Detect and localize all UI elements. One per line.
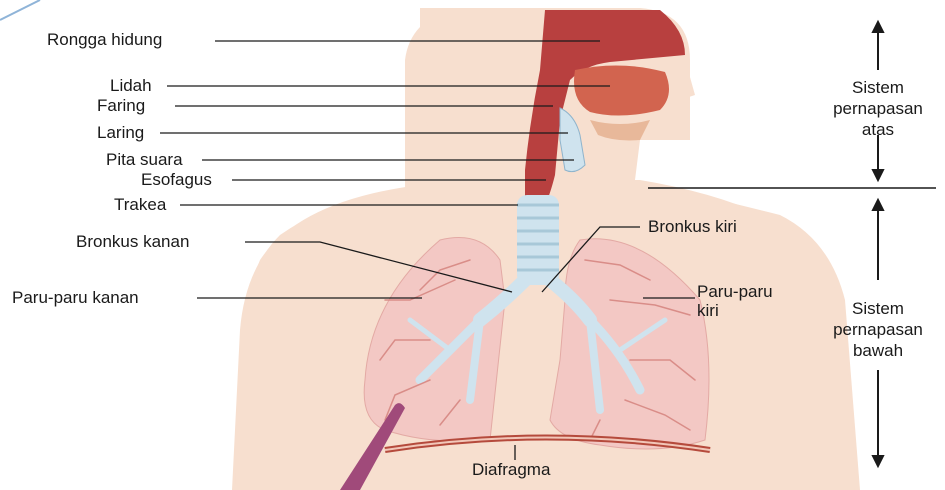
- trachea: [517, 195, 559, 285]
- label-bronkus-kiri: Bronkus kiri: [648, 218, 737, 236]
- label-laring: Laring: [97, 124, 144, 142]
- label-diafragma: Diafragma: [472, 461, 550, 479]
- label-paru-kiri-2: kiri: [697, 302, 719, 320]
- label-pita-suara: Pita suara: [106, 151, 183, 169]
- label-rongga-hidung: Rongga hidung: [47, 31, 162, 49]
- label-paru-kanan: Paru-paru kanan: [12, 289, 139, 307]
- section-lower-line-2: pernapasan: [818, 319, 938, 340]
- label-lidah: Lidah: [110, 77, 152, 95]
- section-upper-line-2: pernapasan: [818, 98, 938, 119]
- section-lower-line-3: bawah: [818, 340, 938, 361]
- section-lower-line-1: Sistem: [818, 298, 938, 319]
- label-esofagus: Esofagus: [141, 171, 212, 189]
- section-upper-line-1: Sistem: [818, 77, 938, 98]
- label-paru-kiri-1: Paru-paru: [697, 283, 773, 301]
- tongue: [574, 65, 669, 115]
- label-trakea: Trakea: [114, 196, 166, 214]
- label-bronkus-kanan: Bronkus kanan: [76, 233, 189, 251]
- section-upper-line-3: atas: [818, 119, 938, 140]
- label-faring: Faring: [97, 97, 145, 115]
- corner-decoration: [0, 0, 40, 20]
- section-upper: Sistem pernapasan atas: [818, 77, 938, 140]
- section-lower: Sistem pernapasan bawah: [818, 298, 938, 361]
